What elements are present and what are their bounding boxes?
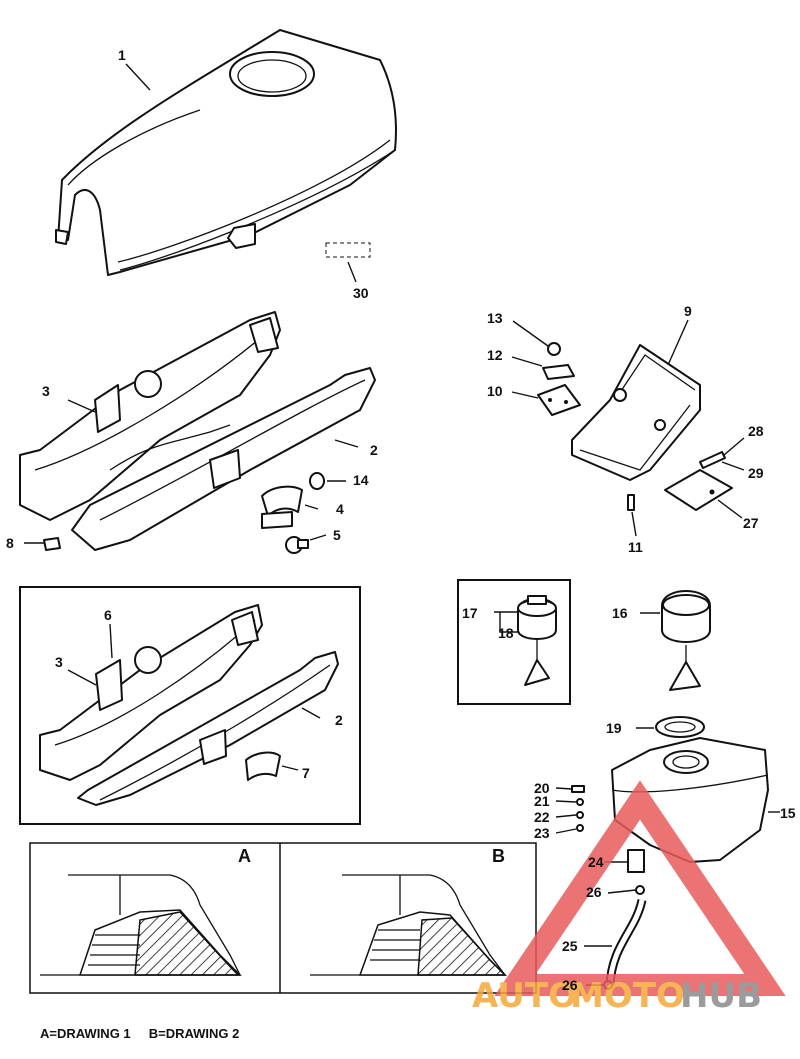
label-2-alt: 2 bbox=[335, 712, 343, 728]
label-5: 5 bbox=[333, 527, 341, 543]
label-13: 13 bbox=[487, 310, 503, 326]
bracket-9 bbox=[571, 319, 701, 481]
detail-a-label: A bbox=[238, 846, 251, 866]
label-24: 24 bbox=[588, 854, 604, 870]
label-2: 2 bbox=[370, 442, 378, 458]
label-27: 27 bbox=[743, 515, 759, 531]
plate-10 bbox=[511, 384, 581, 416]
label-28: 28 bbox=[748, 423, 764, 439]
label-14: 14 bbox=[353, 472, 369, 488]
plug-5 bbox=[285, 534, 327, 554]
label-30: 30 bbox=[353, 285, 369, 301]
detail-a-drawing bbox=[40, 874, 242, 976]
label-23: 23 bbox=[534, 825, 550, 841]
label-17: 17 bbox=[462, 605, 478, 621]
label-15: 15 bbox=[780, 805, 796, 821]
hose-25 bbox=[584, 898, 647, 986]
label-3: 3 bbox=[42, 383, 50, 399]
gasket-19 bbox=[636, 716, 705, 738]
label-22: 22 bbox=[534, 809, 550, 825]
label-9: 9 bbox=[684, 303, 692, 319]
label-26: 26 bbox=[586, 884, 602, 900]
watermark: AUTO MOTO HUB bbox=[472, 780, 786, 1016]
label-10: 10 bbox=[487, 383, 503, 399]
label-3-alt: 3 bbox=[55, 654, 63, 670]
label-21: 21 bbox=[534, 793, 550, 809]
detail-b-drawing bbox=[310, 874, 507, 976]
plate-27 bbox=[664, 469, 743, 519]
watermark-moto: MOTO bbox=[570, 976, 685, 1016]
screw-8 bbox=[24, 537, 61, 551]
label-18: 18 bbox=[498, 625, 514, 641]
fasteners-20-23 bbox=[555, 785, 585, 834]
pin-28-29 bbox=[699, 437, 745, 471]
top-cowling bbox=[55, 29, 398, 276]
plate-12 bbox=[511, 356, 575, 380]
grommet-14 bbox=[309, 472, 346, 490]
footer-legend: A=DRAWING 1 B=DRAWING 2 bbox=[40, 1026, 239, 1041]
callout-labels: 1 30 3 2 14 4 5 8 13 12 10 9 28 29 27 11… bbox=[6, 47, 796, 1041]
label-16: 16 bbox=[612, 605, 628, 621]
label-4: 4 bbox=[336, 501, 344, 517]
label-6: 6 bbox=[104, 607, 112, 623]
label-29: 29 bbox=[748, 465, 764, 481]
label-11: 11 bbox=[628, 539, 643, 555]
label-12: 12 bbox=[487, 347, 503, 363]
fuel-cap-16 bbox=[640, 590, 711, 691]
label-19: 19 bbox=[606, 720, 622, 736]
label-20: 20 bbox=[534, 780, 550, 796]
watermark-hub: HUB bbox=[680, 976, 762, 1016]
part-30-outline bbox=[325, 242, 371, 283]
detail-b-label: B bbox=[492, 846, 505, 866]
detail-box bbox=[29, 842, 537, 994]
fuel-valve-24 bbox=[604, 849, 645, 873]
watermark-auto: AUTO bbox=[472, 976, 577, 1016]
label-25: 25 bbox=[562, 938, 578, 954]
bottom-cowling-upper bbox=[19, 311, 376, 551]
nut-13 bbox=[512, 320, 561, 356]
fuel-cap-box bbox=[457, 579, 571, 705]
alternate-cowling-box bbox=[19, 399, 361, 825]
label-26-lower: 26 bbox=[562, 977, 578, 993]
clip-4 bbox=[261, 485, 319, 529]
screw-11 bbox=[627, 494, 637, 537]
label-1: 1 bbox=[118, 47, 126, 63]
label-7: 7 bbox=[302, 765, 310, 781]
label-8: 8 bbox=[6, 535, 14, 551]
